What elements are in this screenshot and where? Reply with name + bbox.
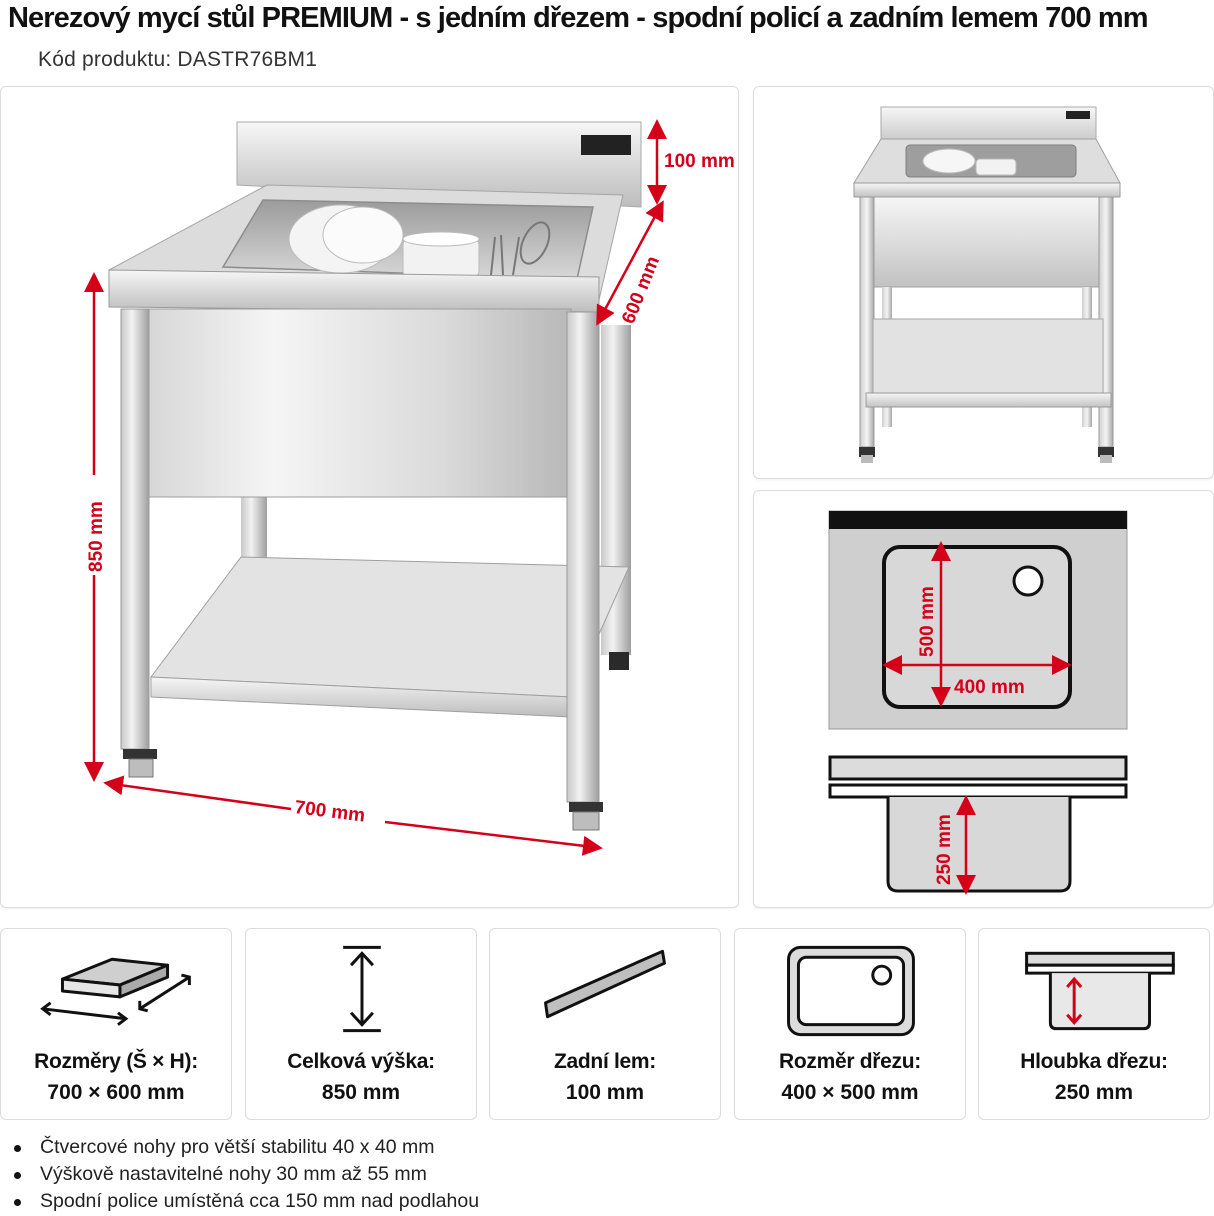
sink-side-outline <box>886 797 1072 893</box>
feature-list: Čtvercové nohy pro větší stabilitu 40 x … <box>10 1134 479 1215</box>
list-item: Spodní police umístěná cca 150 mm nad po… <box>10 1188 479 1215</box>
spec-card-sink-depth: Hloubka dřezu: 250 mm <box>978 928 1210 1120</box>
spec-value: 700 × 600 mm <box>47 1081 185 1104</box>
list-item: Výškově nastavitelné nohy 30 mm až 55 mm <box>10 1161 479 1188</box>
width-dimension: 700 mm <box>293 797 366 826</box>
back-left-leg <box>241 487 267 567</box>
spec-card-dimensions: Rozměry (Š × H): 700 × 600 mm <box>0 928 232 1120</box>
bullet-icon <box>14 1199 21 1206</box>
sink-depth-icon <box>1025 951 1175 1031</box>
front-right-leg <box>566 311 600 803</box>
height-dimension: 850 mm <box>86 501 107 572</box>
front-left-leg <box>120 308 150 750</box>
sink-diagram-image: 500 mm 400 mm 250 mm <box>753 490 1214 908</box>
feature-text: Čtvercové nohy pro větší stabilitu 40 x … <box>40 1136 435 1158</box>
spec-label: Hloubka dřezu: <box>1020 1050 1168 1073</box>
backsplash-icon <box>544 949 666 1019</box>
spec-value: 100 mm <box>565 1081 645 1104</box>
bullet-icon <box>14 1145 21 1152</box>
sink-depth-side-dimension: 250 mm <box>934 814 955 885</box>
list-item: Čtvercové nohy pro větší stabilitu 40 x … <box>10 1134 479 1161</box>
sink-diagram: 500 mm 400 mm 250 mm <box>828 510 1128 895</box>
spec-card-sink-size: Rozměr dřezu: 400 × 500 mm <box>734 928 966 1120</box>
bullet-icon <box>14 1172 21 1179</box>
main-product-image: 100 mm 600 mm 850 mm 700 mm <box>0 86 739 908</box>
spec-value: 250 mm <box>1054 1081 1134 1104</box>
front-apron <box>145 308 572 498</box>
product-code-label: Kód produktu: <box>38 48 172 71</box>
product-code: Kód produktu: DASTR76BM1 <box>38 48 317 72</box>
depth-dimension: 600 mm <box>618 253 664 326</box>
backsplash-dimension: 100 mm <box>664 151 735 172</box>
page-title: Nerezový mycí stůl PREMIUM - s jedním dř… <box>8 2 1149 34</box>
sink-width-top-dimension: 400 mm <box>954 677 1025 698</box>
front-view-illustration <box>853 106 1121 463</box>
spec-value: 850 mm <box>321 1081 401 1104</box>
spec-value: 400 × 500 mm <box>781 1081 919 1104</box>
front-view-image <box>753 86 1214 479</box>
product-code-value: DASTR76BM1 <box>177 48 318 71</box>
spec-label: Celková výška: <box>287 1050 435 1073</box>
lower-shelf <box>150 556 630 698</box>
spec-card-backsplash: Zadní lem: 100 mm <box>489 928 721 1120</box>
dimensions-icon <box>40 957 191 1026</box>
spec-label: Zadní lem: <box>553 1050 656 1073</box>
feature-text: Výškově nastavitelné nohy 30 mm až 55 mm <box>40 1163 427 1185</box>
sink-size-icon <box>787 945 915 1037</box>
sink-table-illustration: 100 mm 600 mm 850 mm 700 mm <box>84 119 735 856</box>
sink-depth-top-dimension: 500 mm <box>917 586 938 657</box>
tabletop-front-edge <box>108 269 600 313</box>
height-icon <box>343 945 381 1033</box>
spec-card-height: Celková výška: 850 mm <box>245 928 477 1120</box>
feature-text: Spodní police umístěná cca 150 mm nad po… <box>40 1190 480 1212</box>
spec-label: Rozměry (Š × H): <box>34 1050 198 1073</box>
spec-label: Rozměr dřezu: <box>779 1050 921 1073</box>
